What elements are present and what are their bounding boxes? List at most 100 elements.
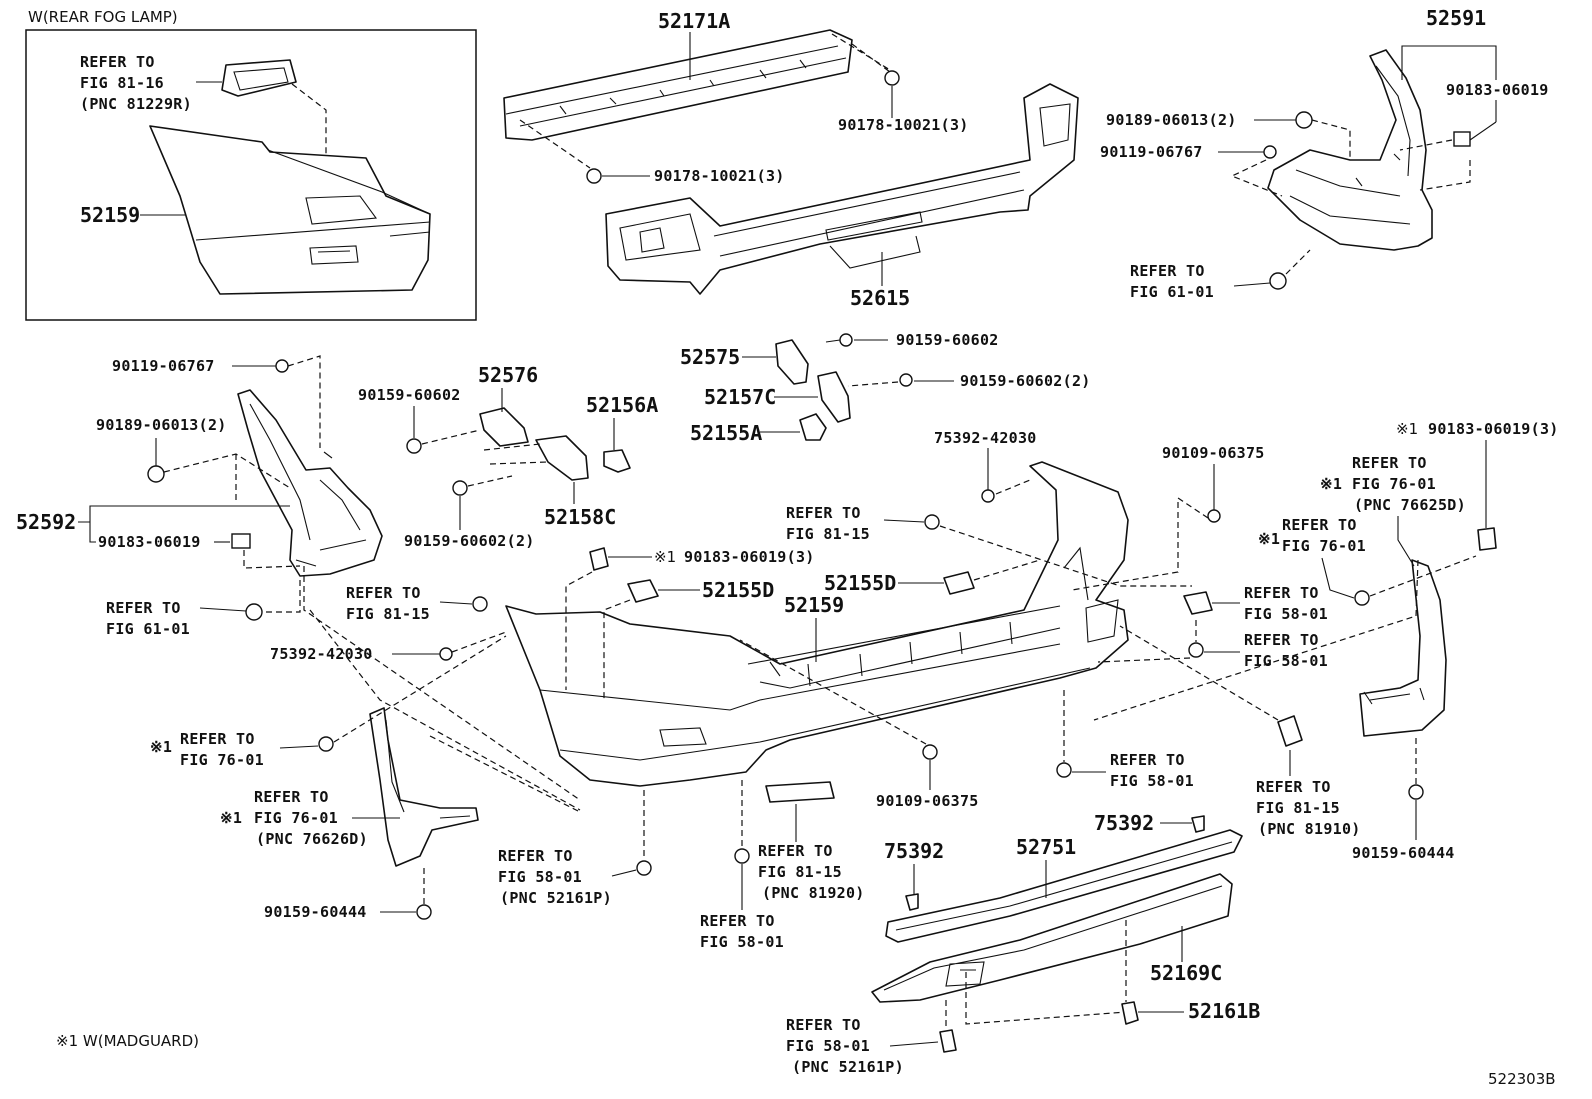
part-90183-far-right-mark: ※1 [1396, 420, 1418, 438]
nut-90183-right [1453, 131, 1471, 147]
refer-81-15-center: REFER TO FIG 81-15 [786, 504, 870, 543]
svg-text:(PNC 81229R): (PNC 81229R) [80, 95, 192, 113]
svg-text:REFER TO: REFER TO [758, 842, 833, 860]
reflector-81920 [765, 781, 835, 803]
part-90183-right-label: 90183-06019 [1446, 81, 1549, 99]
clip-58-01-center [1056, 762, 1072, 778]
part-52159-label: 52159 [784, 593, 844, 617]
screw-75392-42030-left [439, 647, 453, 661]
part-52156A-label: 52156A [586, 393, 658, 417]
inset-refer-81-16: REFER TO FIG 81-16 (PNC 81229R) [80, 53, 192, 113]
nut-90183-left [231, 533, 251, 549]
svg-text:※1: ※1 [1258, 530, 1280, 548]
svg-text:REFER TO: REFER TO [1244, 631, 1319, 649]
refer-58-01-right-b: REFER TO FIG 58-01 [1244, 631, 1328, 670]
svg-text:FIG 81-16: FIG 81-16 [80, 74, 164, 92]
svg-text:FIG 58-01: FIG 58-01 [1244, 652, 1328, 670]
part-52158C-label: 52158C [544, 505, 616, 529]
bolt-90159-a [839, 333, 853, 347]
screw-90119-left [275, 359, 289, 373]
part-75392-clip-a [905, 893, 919, 911]
part-90178-top-label: 90178-10021(3) [838, 116, 969, 134]
screw-90109-right [1207, 509, 1221, 523]
part-52171A-reinforcement [503, 29, 853, 141]
part-52591-retainer-right [1267, 49, 1433, 251]
nut-90183-far-right [1477, 527, 1497, 551]
svg-text:(PNC 52161P): (PNC 52161P) [500, 889, 612, 907]
svg-text:FIG 58-01: FIG 58-01 [786, 1037, 870, 1055]
part-52159-bumper-cover [505, 461, 1129, 787]
svg-text:FIG 61-01: FIG 61-01 [106, 620, 190, 638]
part-52155D-left-label: 52155D [702, 578, 774, 602]
svg-text:REFER TO: REFER TO [180, 730, 255, 748]
part-90119-right-label: 90119-06767 [1100, 143, 1203, 161]
part-52156A-clip [603, 449, 631, 473]
refer-76-01-right-mid: ※1 REFER TO FIG 76-01 [1258, 516, 1366, 555]
refer-58-01-bottom-mid: REFER TO FIG 58-01 [700, 912, 784, 951]
svg-text:※1: ※1 [220, 809, 242, 827]
refer-58-01-right-a: REFER TO FIG 58-01 [1244, 584, 1328, 623]
svg-text:FIG 81-15: FIG 81-15 [786, 525, 870, 543]
part-90189-left-label: 90189-06013(2) [96, 416, 227, 434]
reflector-81910 [1277, 715, 1303, 747]
clip-90189-right [1295, 111, 1313, 129]
svg-text:FIG 58-01: FIG 58-01 [700, 933, 784, 951]
part-75392-a-label: 75392 [884, 839, 944, 863]
part-90183-far-right-label: 90183-06019(3) [1428, 420, 1559, 438]
inset-bumper-cover [149, 125, 431, 295]
part-52592-retainer-left [237, 389, 383, 577]
screw-76-01-left [318, 736, 334, 752]
clip-90189-left [147, 465, 165, 483]
svg-text:REFER TO: REFER TO [106, 599, 181, 617]
part-90159-60444-left-label: 90159-60444 [264, 903, 367, 921]
part-90159-d-label: 90159-60602(2) [404, 532, 535, 550]
svg-text:(PNC 76625D): (PNC 76625D) [1354, 496, 1466, 514]
bolt-90159-d [452, 480, 468, 496]
part-90189-right-label: 90189-06013(2) [1106, 111, 1237, 129]
part-52576-bracket [479, 407, 529, 447]
inset-part-52159: 52159 [80, 203, 140, 227]
svg-text:REFER TO: REFER TO [1110, 751, 1185, 769]
refer-76-01-left-a: ※1 REFER TO FIG 76-01 [150, 730, 264, 769]
svg-text:※1: ※1 [150, 738, 172, 756]
clip-58-01-right-a [1183, 591, 1213, 615]
svg-text:REFER TO: REFER TO [786, 1016, 861, 1034]
part-52576-label: 52576 [478, 363, 538, 387]
clip-81-15-center [924, 514, 940, 530]
clip-58-01-bottom-left [636, 860, 652, 876]
svg-text:REFER TO: REFER TO [498, 847, 573, 865]
part-90183-left-label: 90183-06019 [98, 533, 201, 551]
svg-text:(PNC 81920): (PNC 81920) [762, 884, 865, 902]
part-90159-b-label: 90159-60602(2) [960, 372, 1091, 390]
svg-text:FIG 61-01: FIG 61-01 [1130, 283, 1214, 301]
refer-76-01-right-top: REFER TO ※1 FIG 76-01 (PNC 76625D) [1320, 454, 1466, 514]
part-52591-label: 52591 [1426, 6, 1486, 30]
svg-text:FIG 58-01: FIG 58-01 [498, 868, 582, 886]
refer-58-01-bottom-left: REFER TO FIG 58-01 (PNC 52161P) [498, 847, 612, 907]
bolt-90159-60444-right [1408, 784, 1424, 800]
refer-58-01-bottom: REFER TO FIG 58-01 (PNC 52161P) [786, 1016, 904, 1076]
mudguard-left [369, 707, 479, 867]
svg-text:FIG 76-01: FIG 76-01 [1352, 475, 1436, 493]
screw-76-01-right [1354, 590, 1370, 606]
part-90159-c-label: 90159-60602 [358, 386, 461, 404]
svg-text:REFER TO: REFER TO [1352, 454, 1427, 472]
figure-code: 522303B [1488, 1070, 1556, 1088]
part-52155D-left-clip [627, 579, 659, 603]
part-52575-label: 52575 [680, 345, 740, 369]
part-90159-60444-right-label: 90159-60444 [1352, 844, 1455, 862]
part-90109-bottom-label: 90109-06375 [876, 792, 979, 810]
svg-text:FIG 81-15: FIG 81-15 [1256, 799, 1340, 817]
svg-text:(PNC 52161P): (PNC 52161P) [792, 1058, 904, 1076]
svg-text:FIG 58-01: FIG 58-01 [1110, 772, 1194, 790]
screw-75392-42030-top [981, 489, 995, 503]
part-52615-absorber [605, 83, 1079, 295]
clip-58-01-right-b [1188, 642, 1204, 658]
refer-61-01-left: REFER TO FIG 61-01 [106, 599, 190, 638]
part-75392-b-label: 75392 [1094, 811, 1154, 835]
part-52155A-label: 52155A [690, 421, 762, 445]
footnote-madguard: ※1 W(MADGUARD) [56, 1032, 199, 1050]
part-75392-top-label: 75392-42030 [934, 429, 1037, 447]
screw-90109-bottom [922, 744, 938, 760]
part-90159-a-label: 90159-60602 [896, 331, 999, 349]
